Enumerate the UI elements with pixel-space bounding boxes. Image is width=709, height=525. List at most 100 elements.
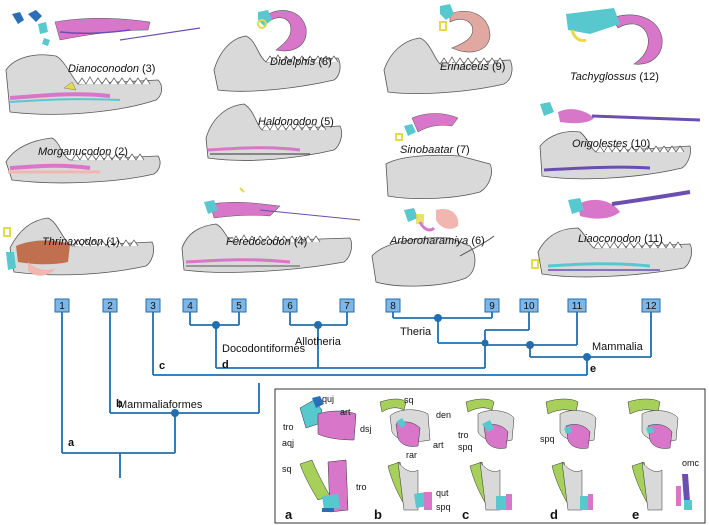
tip-box-5: 5 bbox=[231, 298, 247, 313]
clade-label-allotheria: Allotheria bbox=[295, 336, 342, 348]
svg-text:sq: sq bbox=[282, 464, 292, 474]
node-letter-e: e bbox=[590, 363, 596, 375]
svg-text:tro: tro bbox=[458, 430, 469, 440]
svg-text:5: 5 bbox=[236, 301, 242, 312]
taxon-label-didelphis: Didelphis (8) bbox=[270, 56, 332, 68]
taxon-label-thrinaxodon: Thrinaxodon (1) bbox=[42, 236, 120, 248]
svg-text:b: b bbox=[374, 507, 382, 522]
inset-d: spq d bbox=[540, 398, 597, 522]
tip-box-8: 8 bbox=[385, 298, 401, 313]
svg-text:12: 12 bbox=[645, 301, 657, 312]
taxon-label-origolestes: Origolestes (10) bbox=[572, 138, 650, 150]
svg-text:1: 1 bbox=[59, 301, 65, 312]
inset-c: tro spq c bbox=[458, 398, 515, 522]
inset-a: quj art tro aqj sq tro a bbox=[282, 394, 367, 522]
jaw-morganucodon bbox=[5, 137, 161, 184]
taxon-label-haldonodon: Haldonodon (5) bbox=[258, 116, 334, 128]
taxon-label-dianoconodon: Dianoconodon (3) bbox=[68, 63, 155, 75]
inset-e: omc e bbox=[627, 398, 700, 522]
inset-panel: quj art tro aqj sq tro a sq den dsj art … bbox=[274, 388, 706, 524]
svg-text:6: 6 bbox=[287, 301, 293, 312]
taxon-label-liaoconodon: Liaoconodon (11) bbox=[578, 233, 663, 245]
node-inner bbox=[526, 341, 534, 349]
jaw-erinaceus bbox=[383, 4, 513, 94]
svg-text:art: art bbox=[340, 407, 351, 417]
svg-text:dsj: dsj bbox=[360, 424, 372, 434]
taxon-label-feredocodon: Feredocodon (4) bbox=[226, 236, 307, 248]
clade-label-theria: Theria bbox=[400, 326, 432, 338]
tip-box-11: 11 bbox=[567, 298, 587, 313]
node-docodontiformes bbox=[212, 321, 220, 329]
svg-text:8: 8 bbox=[390, 301, 396, 312]
svg-text:spq: spq bbox=[540, 434, 555, 444]
svg-text:10: 10 bbox=[523, 301, 535, 312]
tip-box-7: 7 bbox=[339, 298, 355, 313]
node-letter-d: d bbox=[222, 359, 229, 371]
tip-box-9: 9 bbox=[484, 298, 500, 313]
svg-text:e: e bbox=[632, 507, 639, 522]
node-letters: a b c d e bbox=[68, 359, 596, 449]
clade-label-docodontiformes: Docodontiformes bbox=[222, 343, 306, 355]
svg-text:spq: spq bbox=[458, 442, 473, 452]
inset-b: sq den dsj art rar qut spq b bbox=[360, 395, 451, 522]
jaw-haldonodon bbox=[205, 103, 342, 161]
tip-box-10: 10 bbox=[519, 298, 539, 313]
svg-text:9: 9 bbox=[489, 301, 495, 312]
svg-text:quj: quj bbox=[322, 394, 334, 404]
svg-text:tro: tro bbox=[356, 482, 367, 492]
jaw-sinobaatar bbox=[385, 113, 492, 200]
jaw-arboroharamiya bbox=[371, 208, 495, 287]
svg-text:omc: omc bbox=[682, 458, 700, 468]
clade-label-mammalia: Mammalia bbox=[592, 341, 644, 353]
node-boreosphenida bbox=[481, 339, 489, 347]
svg-text:a: a bbox=[285, 507, 293, 522]
jaw-tachyglossus bbox=[566, 8, 663, 65]
node-theria bbox=[434, 314, 442, 322]
jaw-feredocodon bbox=[181, 187, 361, 273]
svg-text:7: 7 bbox=[344, 301, 350, 312]
cladogram-nodes bbox=[171, 314, 591, 417]
node-mammaliaformes bbox=[171, 409, 179, 417]
svg-text:rar: rar bbox=[406, 450, 417, 460]
tip-box-12: 12 bbox=[641, 298, 661, 313]
svg-text:c: c bbox=[462, 507, 469, 522]
jaw-origolestes bbox=[539, 102, 701, 180]
svg-text:d: d bbox=[550, 507, 558, 522]
jaw-liaoconodon bbox=[531, 190, 692, 278]
svg-text:art: art bbox=[433, 440, 444, 450]
svg-text:spq: spq bbox=[436, 502, 451, 512]
taxon-label-tachyglossus: Tachyglossus (12) bbox=[570, 71, 659, 83]
node-allotheria bbox=[314, 321, 322, 329]
node-mammalia bbox=[583, 353, 591, 361]
svg-text:qut: qut bbox=[436, 488, 449, 498]
svg-text:den: den bbox=[436, 410, 451, 420]
taxon-label-erinaceus: Erinaceus (9) bbox=[440, 61, 505, 73]
taxon-labels: Dianoconodon (3) Morganucodon (2) Thrina… bbox=[38, 56, 663, 248]
svg-text:2: 2 bbox=[107, 301, 113, 312]
tip-box-4: 4 bbox=[182, 298, 198, 313]
taxon-label-arboroharamiya: Arboroharamiya (6) bbox=[389, 235, 485, 247]
tip-box-2: 2 bbox=[102, 298, 118, 313]
tip-box-6: 6 bbox=[282, 298, 298, 313]
jaw-didelphis bbox=[213, 10, 341, 92]
node-letter-a: a bbox=[68, 437, 75, 449]
tip-box-1: 1 bbox=[54, 298, 70, 313]
node-letter-b: b bbox=[116, 398, 123, 410]
svg-text:11: 11 bbox=[572, 301, 583, 312]
svg-text:sq: sq bbox=[404, 395, 414, 405]
svg-text:4: 4 bbox=[187, 301, 193, 312]
jaw-illustrations bbox=[3, 4, 701, 287]
svg-text:tro: tro bbox=[283, 422, 294, 432]
jaw-dianoconodon bbox=[5, 10, 201, 115]
svg-text:3: 3 bbox=[150, 301, 156, 312]
node-letter-c: c bbox=[159, 360, 165, 372]
taxon-label-sinobaatar: Sinobaatar (7) bbox=[400, 144, 470, 156]
tip-box-3: 3 bbox=[145, 298, 161, 313]
jaw-thrinaxodon bbox=[3, 217, 154, 276]
tip-boxes: 1 2 3 4 5 6 7 8 9 10 11 12 bbox=[54, 298, 661, 313]
svg-text:aqj: aqj bbox=[282, 438, 294, 448]
clade-labels: Mammaliaformes Docodontiformes Allotheri… bbox=[118, 326, 644, 411]
clade-label-mammaliaformes: Mammaliaformes bbox=[118, 399, 203, 411]
taxon-label-morganucodon: Morganucodon (2) bbox=[38, 146, 128, 158]
